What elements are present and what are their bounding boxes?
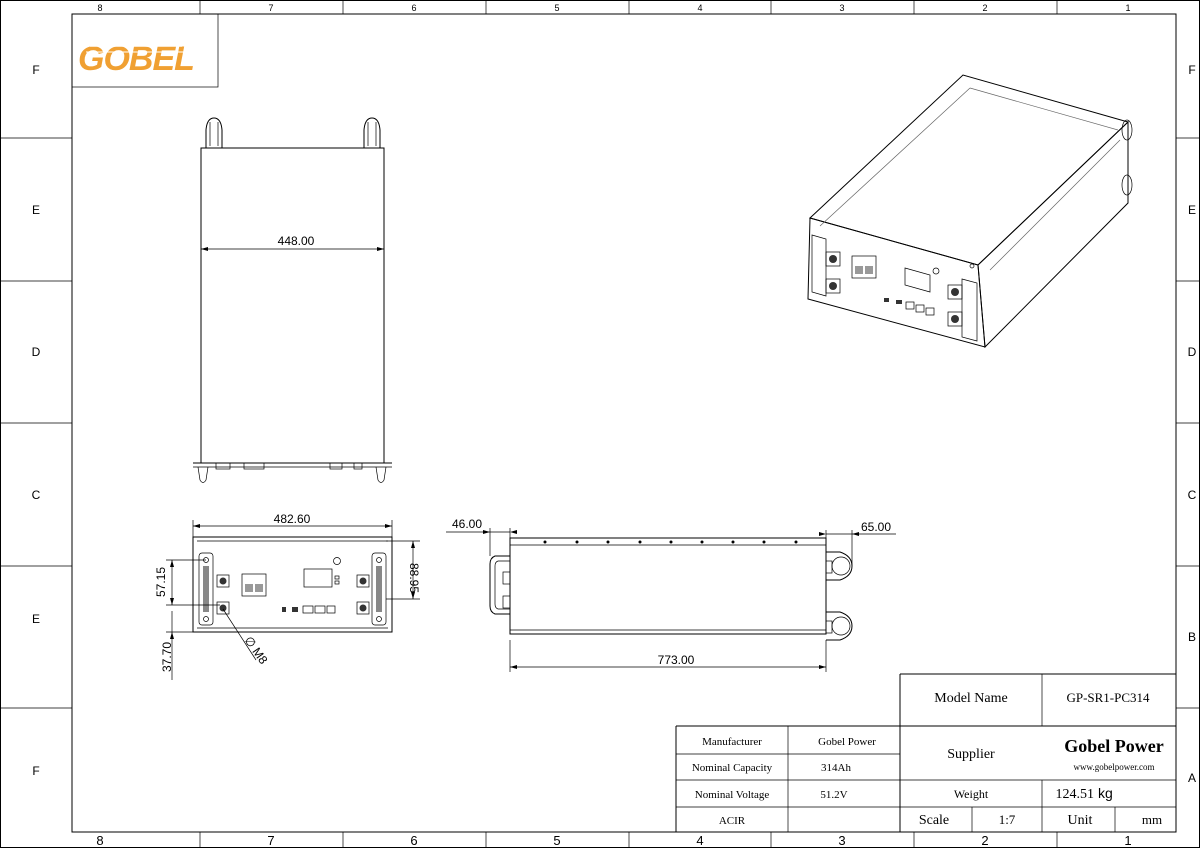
dimension-side-depth: 773.00 (509, 640, 827, 672)
row-label: A (1188, 771, 1196, 785)
manufacturer-label: Manufacturer (702, 736, 762, 748)
column-label: 1 (1124, 833, 1131, 848)
scale-label: Scale (919, 813, 949, 828)
dimension-top-width: 448.00 (201, 234, 384, 251)
weight-value: 124.51 (1056, 787, 1095, 802)
dimension-side-rear: 65.00 (819, 520, 896, 566)
dimension-side-handle: 46.00 (446, 517, 517, 556)
dimension-front-height-left: 57.15 (154, 559, 220, 606)
dimension-front-width: 482.60 (192, 512, 393, 537)
isometric-view (807, 74, 1133, 349)
row-label: D (1188, 345, 1197, 359)
supplier-name: Gobel Power (1064, 736, 1163, 756)
gobel-logo: GOBEL (71, 13, 219, 88)
dim-label: 57.15 (154, 567, 168, 597)
column-label: 5 (554, 3, 559, 13)
column-label: 8 (97, 3, 102, 13)
supplier-url: www.gobelpower.com (1074, 762, 1155, 772)
dim-label: 448.00 (278, 234, 315, 248)
row-label: E (1188, 203, 1196, 217)
row-label: F (32, 63, 39, 77)
column-label: 6 (410, 833, 417, 848)
unit-label: Unit (1068, 813, 1093, 828)
side-view: 46.00 65.00 773.00 (446, 517, 896, 672)
column-label: 7 (267, 833, 274, 848)
nominal-voltage-value: 51.2V (820, 789, 847, 801)
row-label: C (1188, 488, 1197, 502)
column-label: 2 (981, 833, 988, 848)
weight-label: Weight (954, 787, 989, 801)
acir-label: ACIR (719, 815, 746, 827)
nominal-capacity-label: Nominal Capacity (692, 762, 773, 774)
unit-value: mm (1142, 812, 1162, 827)
svg-text:∅ M8: ∅ M8 (242, 634, 271, 667)
dimension-front-offset: 37.70 (160, 611, 193, 680)
row-label: D (32, 345, 41, 359)
dim-label: 46.00 (452, 517, 482, 531)
dim-label: 482.60 (274, 512, 311, 526)
dim-label: 88.95 (407, 563, 421, 593)
column-label: 4 (697, 3, 702, 13)
dim-label: 65.00 (861, 520, 891, 534)
frame-row-labels-right: F E D C B A (1188, 63, 1197, 785)
model-name-label: Model Name (934, 691, 1007, 706)
top-view: 448.00 (193, 117, 392, 483)
handle-top-right (363, 117, 381, 149)
nominal-voltage-label: Nominal Voltage (695, 789, 770, 801)
row-label: F (1188, 63, 1195, 77)
row-label: F (32, 764, 39, 778)
manufacturer-value: Gobel Power (818, 736, 876, 748)
column-label: 3 (839, 3, 844, 13)
scale-value: 1:7 (999, 812, 1016, 827)
rear-knob-top (825, 551, 853, 581)
nominal-capacity-value: 314Ah (821, 762, 851, 774)
dim-label: 37.70 (160, 642, 174, 672)
column-label: 7 (268, 3, 273, 13)
column-label: 5 (553, 833, 560, 848)
row-label: E (32, 203, 40, 217)
column-label: 8 (96, 833, 103, 848)
handle-top-left (205, 117, 223, 149)
title-block: Model Name GP-SR1-PC314 Manufacturer Gob… (675, 673, 1176, 832)
weight-unit: kg (1098, 785, 1113, 801)
row-label: C (32, 488, 41, 502)
column-label: 3 (838, 833, 845, 848)
front-view: 482.60 57.15 37.70 88.95 ∅ (154, 512, 421, 680)
row-label: B (1188, 630, 1196, 644)
model-name-value: GP-SR1-PC314 (1066, 690, 1150, 705)
column-label: 4 (696, 833, 703, 848)
dim-label: 773.00 (658, 653, 695, 667)
rear-knob-bottom (825, 611, 853, 641)
frame-column-labels-top: 8 7 6 5 4 3 2 1 (97, 3, 1130, 13)
dimension-front-height-right: 88.95 (386, 540, 421, 600)
bolt-callout: ∅ M8 (222, 608, 271, 667)
frame-row-labels-left: F E D C E F (32, 63, 41, 778)
column-label: 1 (1125, 3, 1130, 13)
supplier-label: Supplier (947, 747, 995, 762)
bolt-size: M8 (249, 645, 270, 667)
column-label: 2 (982, 3, 987, 13)
row-label: E (32, 612, 40, 626)
frame-column-labels-bottom: 8 7 6 5 4 3 2 1 (96, 833, 1131, 848)
column-label: 6 (411, 3, 416, 13)
